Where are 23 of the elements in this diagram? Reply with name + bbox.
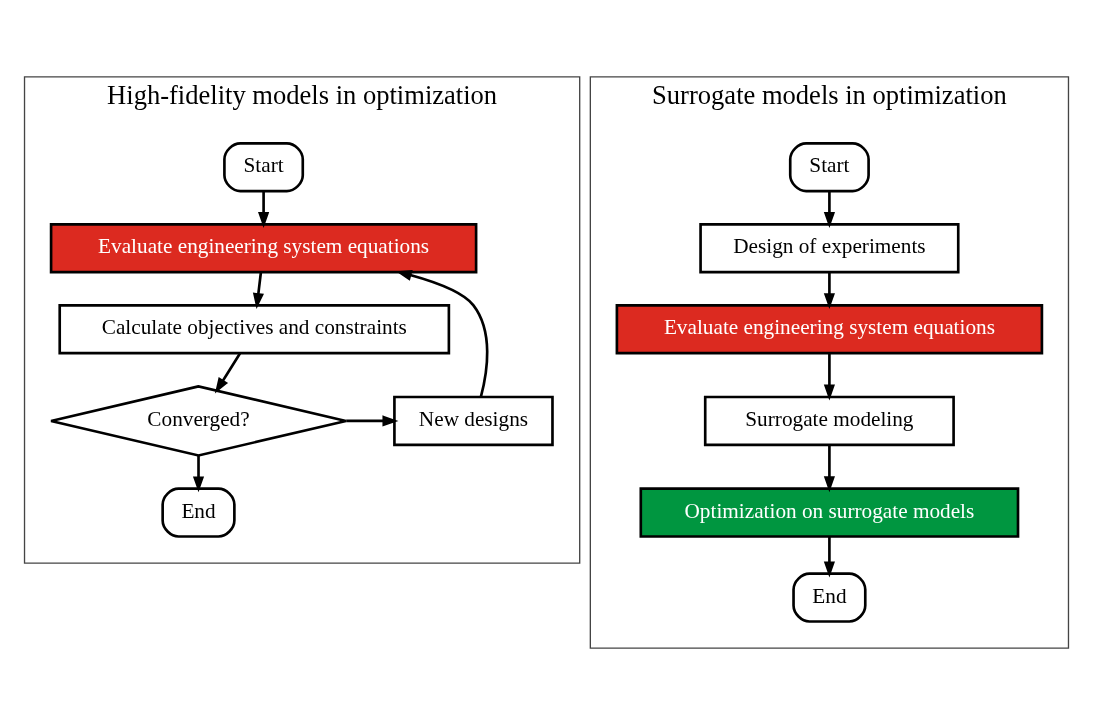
arrow (823, 353, 835, 401)
node-box: Start (788, 142, 870, 193)
arrow (258, 191, 270, 229)
arrow (823, 536, 835, 578)
node-box: Evaluate engineering system equations (49, 223, 478, 274)
arrow (395, 269, 489, 398)
arrow (214, 352, 242, 394)
node-box: Start (223, 142, 305, 193)
arrow (823, 445, 835, 493)
node-box: Calculate objectives and constraints (58, 304, 451, 355)
node-box: Optimization on surrogate models (639, 487, 1020, 538)
node-box: Evaluate engineering system equations (615, 304, 1044, 355)
node-box: New designs (393, 395, 554, 447)
node-box: Design of experiments (699, 223, 960, 274)
arrow (823, 191, 835, 229)
node-diamond: Converged? (49, 385, 348, 457)
arrow (192, 455, 205, 493)
arrow (346, 415, 399, 427)
node-box: End (161, 487, 236, 538)
node-box: Surrogate modeling (703, 395, 955, 447)
node-box: End (792, 572, 867, 623)
arrow (252, 272, 264, 310)
arrow (823, 272, 835, 310)
